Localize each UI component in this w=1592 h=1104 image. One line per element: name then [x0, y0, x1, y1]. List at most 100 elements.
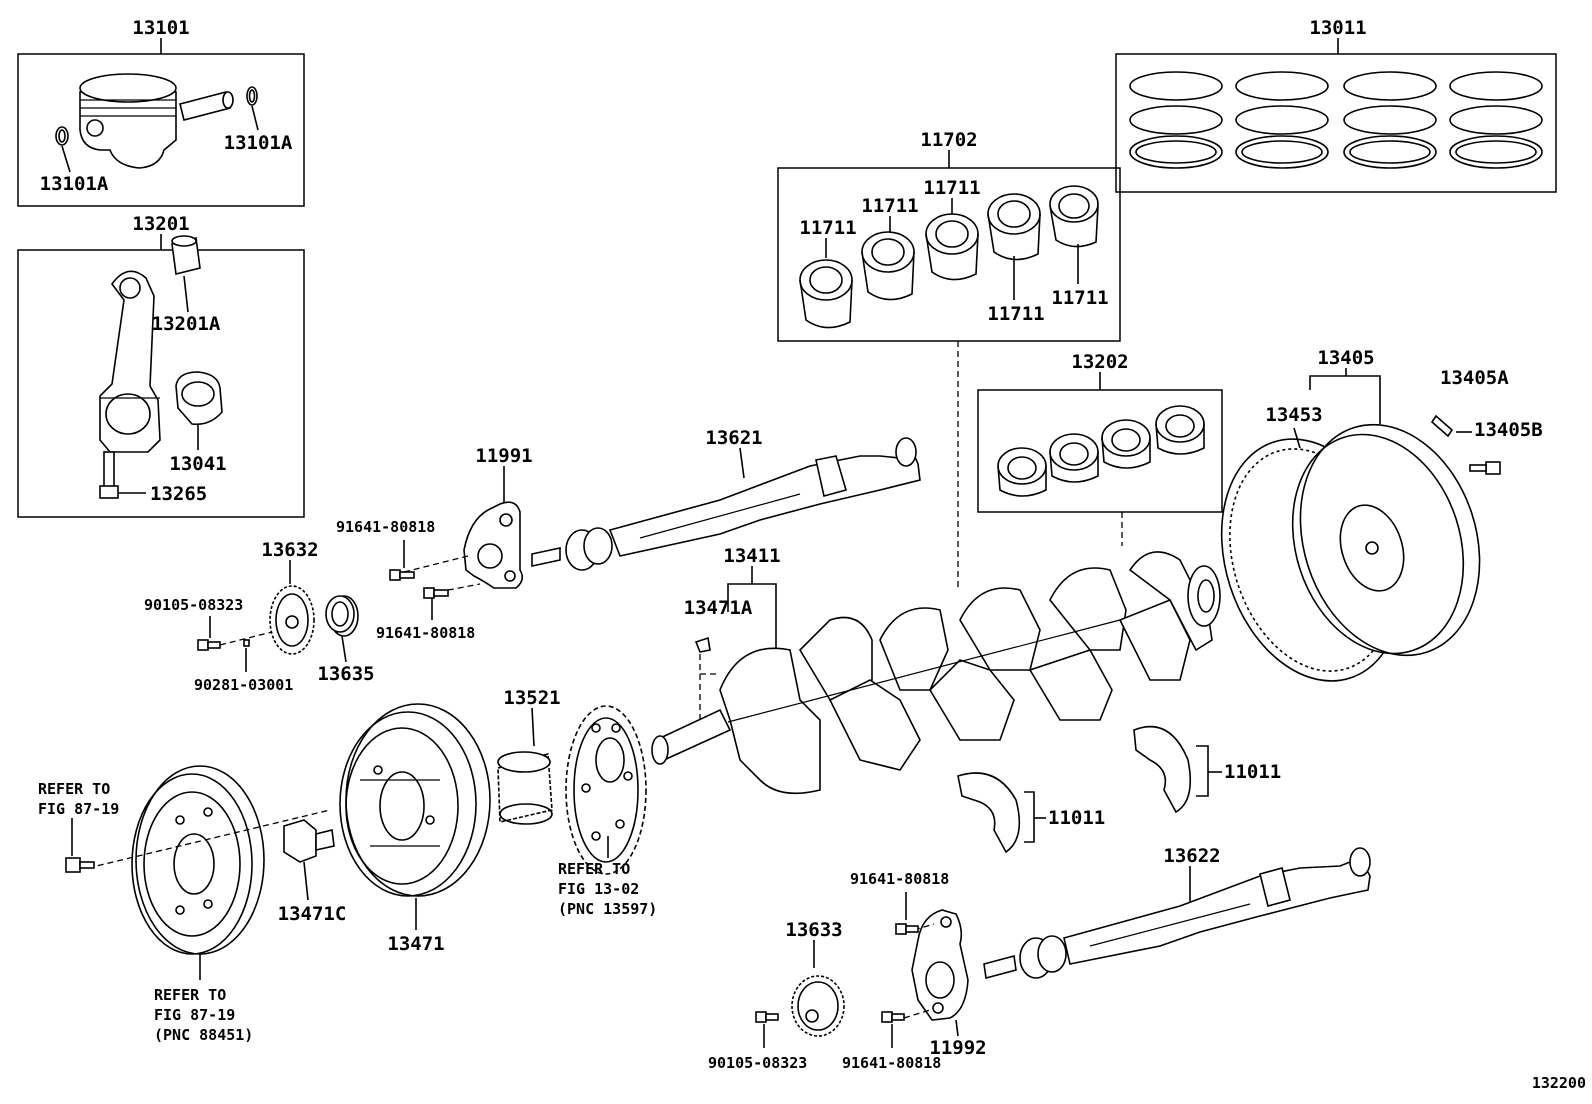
rod-bearing-3-icon	[1101, 419, 1151, 469]
timing-gear-icon	[497, 751, 553, 825]
label-91641-c[interactable]: 91641-80818	[850, 870, 949, 888]
label-13453[interactable]: 13453	[1265, 404, 1322, 426]
label-13521[interactable]: 13521	[503, 687, 560, 709]
label-91641-b[interactable]: 91641-80818	[376, 624, 475, 642]
connecting-rod-group: 13201 13201A 13041 13265	[17, 213, 305, 518]
label-11711-1[interactable]: 11711	[799, 217, 856, 239]
thrust-washer-left-icon	[957, 772, 1021, 854]
flywheel-icon	[1291, 423, 1481, 657]
label-13405a[interactable]: 13405A	[1440, 367, 1509, 389]
label-13101a-left[interactable]: 13101A	[40, 173, 109, 195]
label-13011[interactable]: 13011	[1309, 17, 1366, 39]
label-11711-5[interactable]: 11711	[1051, 287, 1108, 309]
flywheel-group: 13405 13453 13405A 13405B	[1220, 347, 1543, 682]
label-11991[interactable]: 11991	[475, 445, 532, 467]
rod-bearing-1-icon	[997, 447, 1047, 497]
main-bearing-5-icon	[1049, 185, 1099, 248]
label-11011-right[interactable]: 11011	[1224, 761, 1281, 783]
label-90281[interactable]: 90281-03001	[194, 676, 293, 694]
rod-bushing-icon	[171, 235, 201, 275]
crank-pulley-group: 13471	[339, 703, 491, 955]
label-13471[interactable]: 13471	[387, 933, 444, 955]
drive-gear-lower-group: 13633 90105-08323	[708, 919, 845, 1072]
rod-bearing-4-icon	[1155, 405, 1205, 455]
label-13471c[interactable]: 13471C	[278, 903, 347, 925]
accessory-pulley-bolt-icon	[65, 857, 95, 873]
label-13405[interactable]: 13405	[1317, 347, 1374, 369]
accessory-pulley-group: REFER TO FIG 87-19 REFER TO FIG 87-19 (P…	[38, 765, 331, 1044]
label-13633[interactable]: 13633	[785, 919, 842, 941]
label-13405b[interactable]: 13405B	[1474, 419, 1543, 441]
label-13632[interactable]: 13632	[261, 539, 318, 561]
connecting-rod-icon	[99, 270, 161, 453]
main-bearing-group: 11702 11711 11711	[777, 129, 1121, 342]
ring-set-1-icon	[1129, 71, 1223, 169]
label-13622[interactable]: 13622	[1163, 845, 1220, 867]
balance-shaft-upper-group: 13621	[531, 427, 921, 571]
thrust-washer-left-group: 11011	[957, 772, 1105, 854]
snap-ring-left-icon	[55, 126, 69, 146]
spacer-ring-icon	[325, 595, 359, 637]
sprocket-icon	[565, 705, 647, 875]
rod-bolt-icon	[99, 451, 119, 499]
crankshaft-group: 13411 13471A	[651, 545, 1221, 795]
ring-set-2-icon	[1235, 71, 1329, 169]
note-refer-87-bot-3: (PNC 88451)	[154, 1026, 253, 1044]
note-refer-87-top-2: FIG 87-19	[38, 800, 119, 818]
label-11011-left[interactable]: 11011	[1048, 807, 1105, 829]
label-13411[interactable]: 13411	[723, 545, 780, 567]
label-11992[interactable]: 11992	[929, 1037, 986, 1059]
label-91641-a[interactable]: 91641-80818	[336, 518, 435, 536]
thrust-washer-right-icon	[1133, 725, 1192, 814]
label-13471a[interactable]: 13471A	[684, 597, 753, 619]
label-13621[interactable]: 13621	[705, 427, 762, 449]
note-refer-87-bot-2: FIG 87-19	[154, 1006, 235, 1024]
piston-icon	[79, 73, 177, 169]
rod-bearing-2-icon	[1049, 433, 1099, 483]
gear-key-icon	[243, 639, 250, 647]
balance-plate-upper-group: 11991 91641-80818 91641-80818	[336, 445, 533, 642]
drive-gear-upper-group: 13632 13635 90105-08323 90281-03001	[144, 539, 375, 694]
plate-bolt-lower-2-icon	[881, 1011, 905, 1023]
flywheel-pin-icon	[1430, 414, 1454, 438]
plate-bolt-lower-1-icon	[895, 923, 919, 935]
label-11711-4[interactable]: 11711	[987, 303, 1044, 325]
label-91641-d[interactable]: 91641-80818	[842, 1054, 941, 1072]
piston-group: 13101 13101A 13101A	[17, 17, 305, 207]
label-13265[interactable]: 13265	[150, 483, 207, 505]
balance-shaft-lower-icon	[983, 847, 1371, 980]
label-13635[interactable]: 13635	[317, 663, 374, 685]
ring-set-4-icon	[1449, 71, 1543, 169]
label-11711-3[interactable]: 11711	[923, 177, 980, 199]
rod-bearing-icon	[175, 371, 223, 426]
label-90105-b[interactable]: 90105-08323	[708, 1054, 807, 1072]
label-11702[interactable]: 11702	[920, 129, 977, 151]
label-90105-a[interactable]: 90105-08323	[144, 596, 243, 614]
label-13202[interactable]: 13202	[1071, 351, 1128, 373]
connecting-rod-box	[17, 249, 305, 518]
rod-bearing-set-group: 13202	[977, 351, 1223, 513]
label-13201a[interactable]: 13201A	[152, 313, 221, 335]
piston-pin-icon	[179, 91, 234, 121]
accessory-pulley-icon	[131, 765, 265, 955]
note-refer-13-1: REFER TO	[558, 860, 630, 878]
label-13101[interactable]: 13101	[132, 17, 189, 39]
timing-gear-group: 13521	[497, 687, 561, 825]
sprocket-group: REFER TO FIG 13-02 (PNC 13597)	[558, 705, 657, 918]
label-13101a-right[interactable]: 13101A	[224, 132, 293, 154]
drive-gear-upper-icon	[269, 585, 315, 655]
main-bearing-3-icon	[925, 213, 979, 281]
balance-shaft-lower-group: 13622	[983, 845, 1371, 980]
ring-set-3-icon	[1343, 71, 1437, 169]
drive-gear-lower-icon	[791, 975, 845, 1037]
label-11711-2[interactable]: 11711	[861, 195, 918, 217]
label-13041[interactable]: 13041	[169, 453, 226, 475]
pulley-bolt-icon	[283, 819, 335, 863]
balance-plate-lower-group: 91641-80818 91641-80818 11992	[842, 870, 987, 1072]
label-13201[interactable]: 13201	[132, 213, 189, 235]
gear-bolt-lower-icon	[755, 1011, 779, 1023]
balance-shaft-upper-icon	[531, 437, 921, 571]
snap-ring-right-icon	[246, 86, 258, 106]
gear-bolt-upper-icon	[197, 639, 221, 651]
